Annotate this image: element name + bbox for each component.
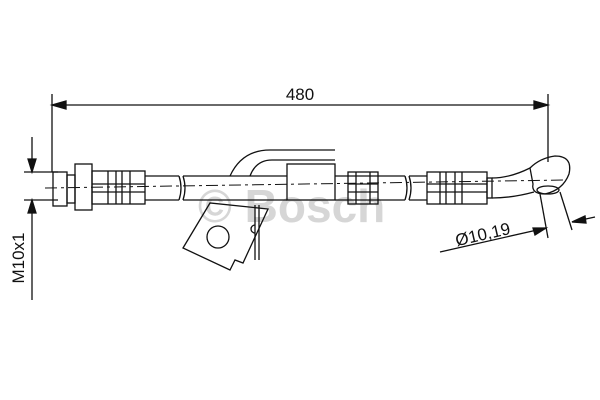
right-fitting [426,155,571,205]
watermark: © Bosch [198,180,385,232]
length-label: 480 [286,85,314,104]
diameter-label: Ø10,19 [453,219,512,250]
centerline [44,179,566,189]
diameter-dimension-line [439,191,596,253]
hose [145,175,427,201]
thread-dimension-line [24,137,58,300]
length-dimension-line [49,94,551,172]
middle-crimp [347,171,379,205]
left-fitting [52,163,146,211]
mounting-bracket [182,149,336,271]
thread-label: M10x1 [9,232,28,283]
